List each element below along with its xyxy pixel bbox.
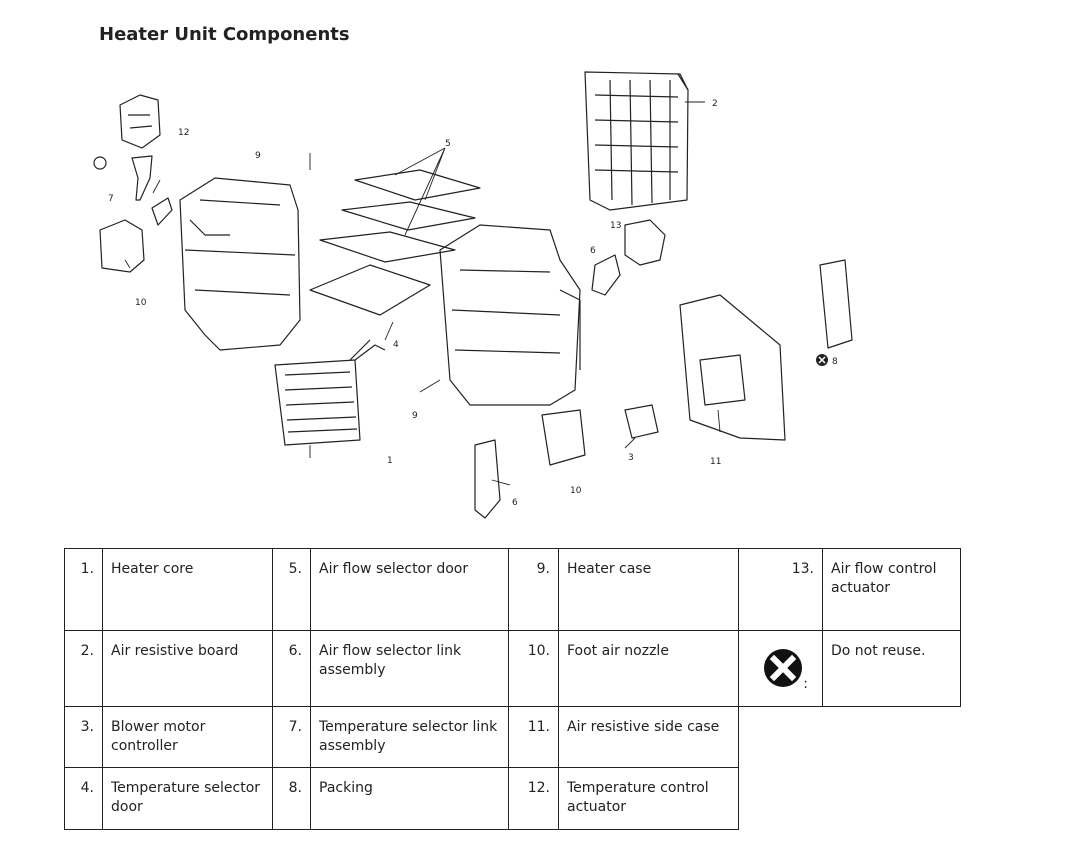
legend-description: Temperature control actuator <box>558 767 739 830</box>
callout-label: 7 <box>108 194 114 204</box>
legend-description: Do not reuse. <box>822 630 961 707</box>
packing-drawing <box>819 259 853 349</box>
legend-description: Temperature selector link assembly <box>310 706 509 768</box>
temp-door-drawing <box>309 264 431 316</box>
legend-description: Air resistive board <box>102 630 273 707</box>
callout-label: 11 <box>710 457 721 467</box>
foot-nozzle-right-drawing <box>541 409 586 466</box>
foot-nozzle-left-drawing <box>99 219 145 273</box>
empty-cell <box>739 768 961 830</box>
legend-number: 12. <box>508 767 559 830</box>
legend-number: 11. <box>508 706 559 768</box>
side-case-drawing <box>679 294 786 441</box>
callout-label: 10 <box>135 298 147 308</box>
legend-number: 13. <box>738 548 823 631</box>
legend-number: 3. <box>64 706 103 768</box>
blower-controller-drawing <box>624 404 659 439</box>
empty-cell <box>739 707 961 768</box>
temp-link-drawing <box>151 197 173 226</box>
callout-label: 9 <box>412 411 418 421</box>
callout-label: 10 <box>570 486 582 496</box>
legend-description: Heater core <box>102 548 273 631</box>
flow-actuator-drawing <box>624 219 666 266</box>
table-row: 4. Temperature selector door 8. Packing … <box>64 767 961 830</box>
legend-description: Air flow selector link assembly <box>310 630 509 707</box>
table-row: 3. Blower motor controller 7. Temperatur… <box>64 706 961 768</box>
callout-label: 6 <box>512 498 518 508</box>
callout-label: 12 <box>178 128 189 138</box>
x-circle-icon <box>764 649 803 687</box>
legend-number: 8. <box>272 767 311 830</box>
table-row: 2. Air resistive board 6. Air flow selec… <box>64 630 961 707</box>
legend-number: 6. <box>272 630 311 707</box>
symbol-colon: : <box>803 676 808 692</box>
legend-description: Foot air nozzle <box>558 630 739 707</box>
callout-label: 4 <box>393 340 399 350</box>
exploded-diagram: 1 2 3 4 5 6 6 7 8 9 9 10 10 11 12 13 <box>80 60 880 520</box>
callout-label: 9 <box>255 151 261 161</box>
callout-label: 13 <box>610 221 621 231</box>
legend-description: Temperature selector door <box>102 767 273 830</box>
heater-case-left-drawing <box>179 177 301 351</box>
callout-label: 1 <box>387 456 393 466</box>
callout-label: 2 <box>712 99 718 109</box>
legend-number: 1. <box>64 548 103 631</box>
legend-number: 10. <box>508 630 559 707</box>
legend-number: 2. <box>64 630 103 707</box>
legend-description: Heater case <box>558 548 739 631</box>
do-not-reuse-symbol-cell: : <box>738 630 823 707</box>
air-resistive-board-drawing <box>584 71 689 211</box>
flow-link-lower-drawing <box>474 439 501 519</box>
legend-description: Blower motor controller <box>102 706 273 768</box>
exploded-view-svg: 1 2 3 4 5 6 6 7 8 9 9 10 10 11 12 13 <box>93 71 853 519</box>
table-row: 1. Heater core 5. Air flow selector door… <box>64 548 961 631</box>
legend-description: Air flow control actuator <box>822 548 961 631</box>
heater-case-right-drawing <box>439 224 581 406</box>
legend-description: Air resistive side case <box>558 706 739 768</box>
callout-label: 8 <box>832 357 838 367</box>
legend-number: 7. <box>272 706 311 768</box>
temperature-actuator-drawing <box>93 94 161 201</box>
legend-number: 4. <box>64 767 103 830</box>
callout-label: 6 <box>590 246 596 256</box>
flow-link-upper-drawing <box>591 254 621 296</box>
legend-number: 9. <box>508 548 559 631</box>
legend-description: Packing <box>310 767 509 830</box>
heater-core-drawing <box>274 339 386 446</box>
callout-label: 5 <box>445 139 451 149</box>
air-flow-doors-drawing <box>319 169 481 263</box>
legend-description: Air flow selector door <box>310 548 509 631</box>
page-title: Heater Unit Components <box>99 24 350 45</box>
callout-label: 3 <box>628 453 634 463</box>
legend-number: 5. <box>272 548 311 631</box>
legend-table: 1. Heater core 5. Air flow selector door… <box>64 548 961 830</box>
